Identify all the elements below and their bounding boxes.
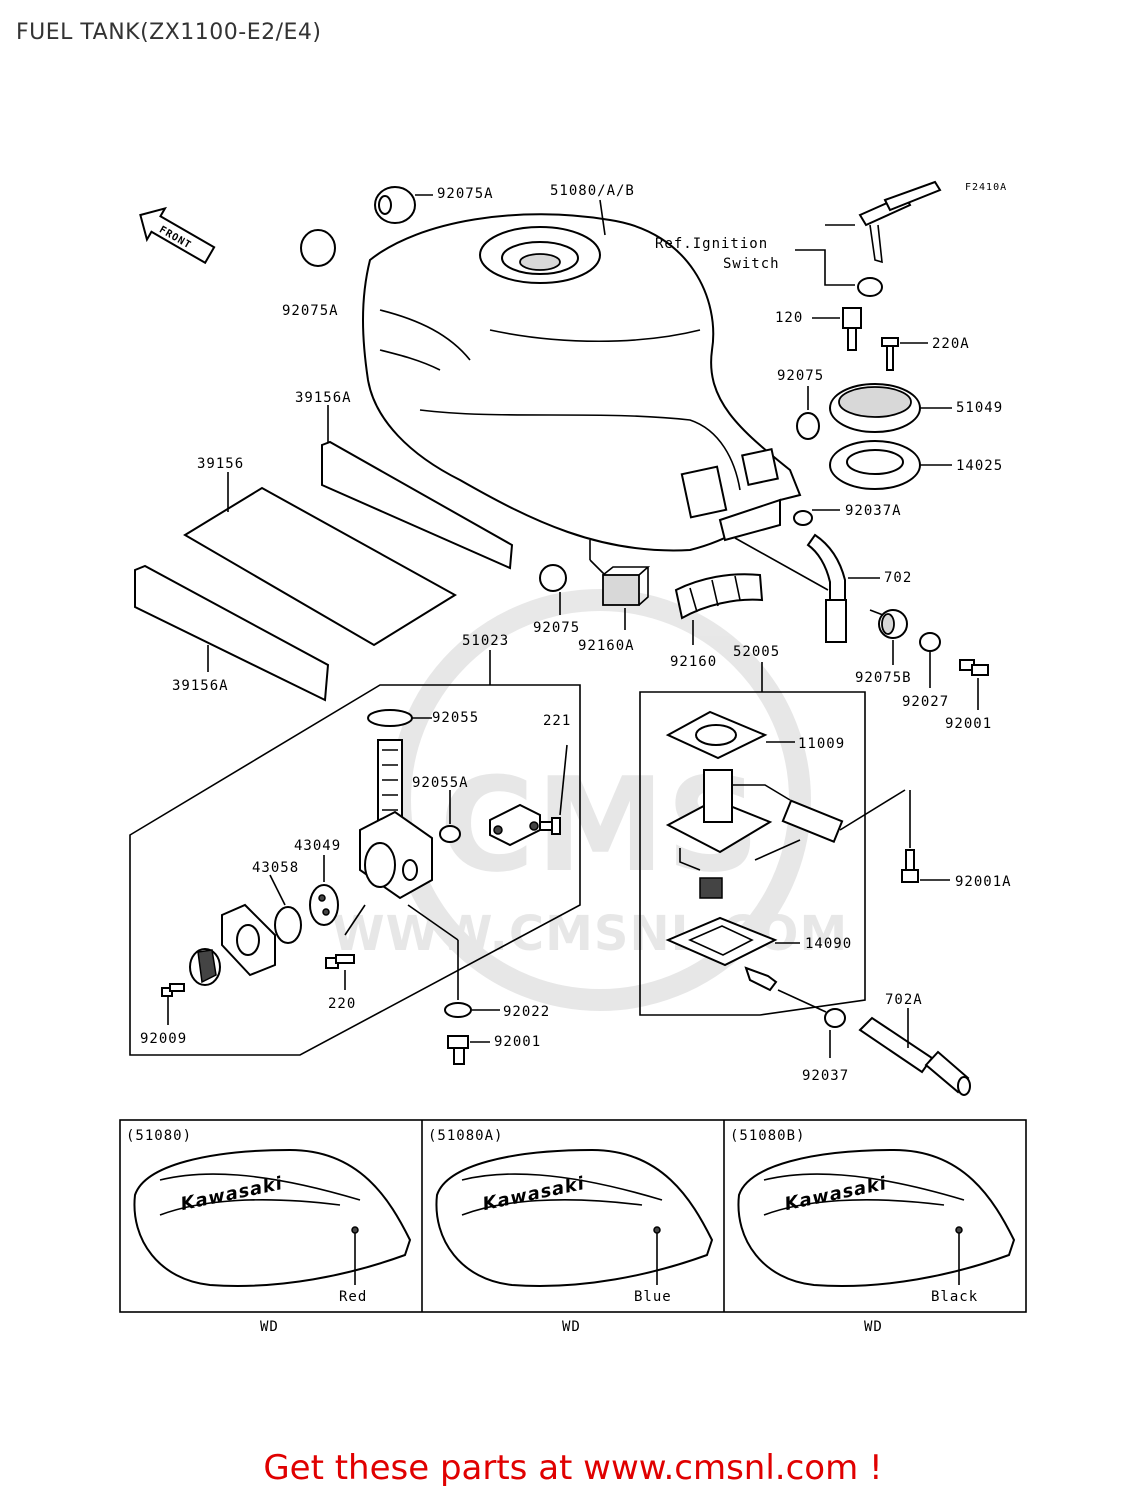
variant-code: (51080): [126, 1128, 192, 1144]
parts-diagram: CMS WWW.CMSNL.COM F2410A FRONT 92075A 92…: [119, 180, 1027, 1335]
label-220: 220: [328, 996, 356, 1012]
grommet-92075B: [878, 609, 908, 639]
label-92001-bottom: 92001: [494, 1034, 541, 1050]
label-92075-mid: 92075: [533, 620, 580, 636]
label-92001A: 92001A: [955, 874, 1012, 890]
page-title: FUEL TANK(ZX1100-E2/E4): [16, 20, 322, 45]
label-92075: 92075: [777, 368, 824, 384]
screw-92009: [161, 983, 185, 997]
gasket-11009: [665, 710, 768, 760]
label-221: 221: [543, 713, 571, 729]
label-39156: 39156: [197, 456, 244, 472]
label-92037: 92037: [802, 1068, 849, 1084]
variant-51080B: (51080B) Kawasaki Black WD: [730, 1128, 1016, 1335]
label-220A: 220A: [932, 336, 970, 352]
hose-702: [806, 533, 847, 643]
assembly-frame-51023: [129, 684, 581, 1056]
variant-51080A: (51080A) Kawasaki Blue WD: [428, 1128, 714, 1335]
fuel-tank: [362, 213, 802, 552]
variant-51080: (51080) Kawasaki Red WD: [126, 1128, 412, 1335]
label-92075B: 92075B: [855, 670, 912, 686]
assembly-frame-52005: [639, 691, 866, 1016]
variant-note: WD: [260, 1319, 279, 1335]
grommet-92075: [796, 412, 820, 440]
label-92001-right: 92001: [945, 716, 992, 732]
o-ring-92055A: [439, 825, 461, 843]
variant-code: (51080B): [730, 1128, 805, 1144]
label-92055A: 92055A: [412, 775, 469, 791]
damper-92160: [674, 573, 764, 620]
label-51023: 51023: [462, 633, 509, 649]
label-92075A-left: 92075A: [282, 303, 339, 319]
variant-color: Black: [931, 1289, 978, 1305]
bolt-120: [842, 307, 862, 351]
fuel-cap-51049: [829, 383, 921, 433]
bolt-92001-right: [959, 659, 989, 676]
figure-code: F2410A: [965, 182, 1007, 193]
variant-note: WD: [864, 1319, 883, 1335]
variant-color: Blue: [634, 1289, 672, 1305]
key-icon: [857, 180, 942, 297]
watermark-text: WWW.CMSNL.COM: [332, 906, 849, 962]
fuel-petcock-body: [359, 739, 433, 900]
label-92022: 92022: [503, 1004, 550, 1020]
damper-92160A: [602, 566, 651, 606]
hose-702A: [858, 1016, 971, 1096]
grommet-92075-mid: [539, 564, 567, 592]
diaphragm-43049: [309, 884, 339, 926]
label-52005: 52005: [733, 644, 780, 660]
label-92160: 92160: [670, 654, 717, 670]
label-92055: 92055: [432, 710, 479, 726]
washer-92022: [444, 1002, 472, 1018]
variant-code: (51080A): [428, 1128, 503, 1144]
washer-92027: [919, 632, 941, 652]
footer-cta-link[interactable]: Get these parts at www.cmsnl.com !: [263, 1448, 883, 1488]
fuel-sender-unit: [665, 769, 844, 899]
label-43058: 43058: [252, 860, 299, 876]
pad-39156: [183, 486, 457, 647]
petcock-lever: [189, 948, 221, 986]
label-14025: 14025: [956, 458, 1003, 474]
screw-220A: [881, 337, 899, 371]
label-39156A-bottom: 39156A: [172, 678, 229, 694]
screw-220: [325, 954, 355, 969]
variant-note: WD: [562, 1319, 581, 1335]
rubber-damper-92075A-left: [300, 229, 336, 267]
ref-note-line2: Switch: [723, 256, 780, 272]
front-arrow-icon: FRONT: [139, 206, 216, 265]
label-39156A-top: 39156A: [295, 390, 352, 406]
label-14090: 14090: [805, 936, 852, 952]
label-51080: 51080/A/B: [550, 183, 635, 199]
label-92009: 92009: [140, 1031, 187, 1047]
color-variant-panel: (51080) Kawasaki Red WD (51080A) Kawasak…: [119, 1119, 1027, 1335]
filter-14090: [665, 916, 778, 992]
bolt-92001-bottom: [447, 1035, 469, 1065]
label-92037A: 92037A: [845, 503, 902, 519]
cover-plate: [489, 803, 541, 847]
label-92160A: 92160A: [578, 638, 635, 654]
o-ring-92055: [367, 709, 413, 727]
label-43049: 43049: [294, 838, 341, 854]
clamp-92037: [824, 1008, 846, 1028]
ref-note-line1: Ref.Ignition: [655, 236, 768, 252]
label-702: 702: [884, 570, 912, 586]
cap-gasket-14025: [829, 440, 921, 490]
label-51049: 51049: [956, 400, 1003, 416]
variant-color: Red: [339, 1289, 367, 1305]
o-ring-43058: [274, 906, 302, 944]
petcock-plate: [221, 903, 276, 977]
screw-92001A: [901, 849, 919, 883]
label-702A: 702A: [885, 992, 923, 1008]
label-11009: 11009: [798, 736, 845, 752]
clamp-92037A: [793, 510, 813, 526]
label-92075A-top: 92075A: [437, 186, 494, 202]
label-120: 120: [775, 310, 803, 326]
pad-39156A-bottom: [134, 564, 330, 702]
rubber-damper-92075A-top: [374, 186, 416, 224]
label-92027: 92027: [902, 694, 949, 710]
